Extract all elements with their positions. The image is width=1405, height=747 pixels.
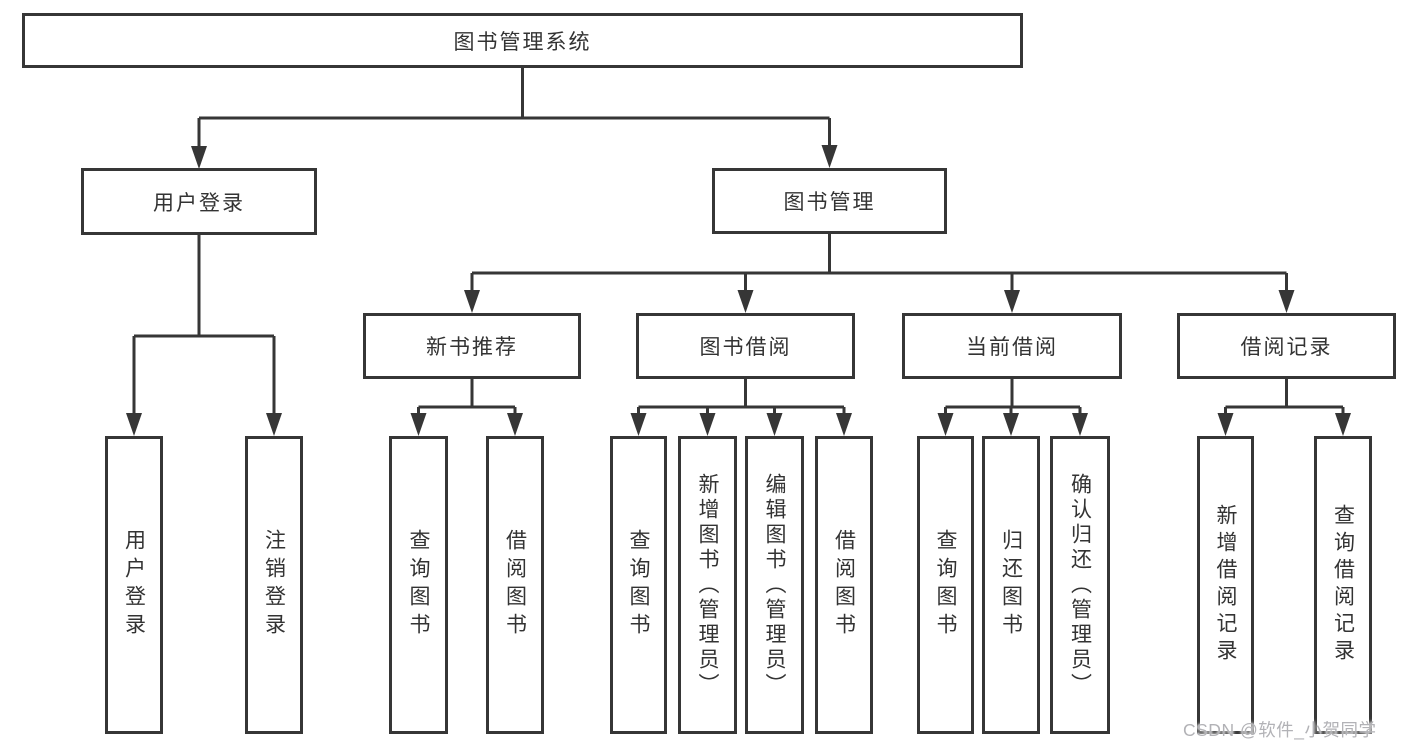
node-user-login: 用户登录 [81,168,317,235]
leaf-recommend-query-book: 查询图书 [389,436,448,734]
leaf-borrow-query-book: 查询图书 [610,436,667,734]
leaf-query-borrow-record: 查询借阅记录 [1314,436,1372,734]
node-new-book-recommend: 新书推荐 [363,313,581,379]
leaf-add-borrow-record: 新增借阅记录 [1197,436,1254,734]
node-current-borrow: 当前借阅 [902,313,1122,379]
node-book-management: 图书管理 [712,168,947,234]
node-borrow-records: 借阅记录 [1177,313,1396,379]
connector-borrow-to-leaves [637,379,846,415]
connector-login-to-leaves [132,235,276,415]
node-book-borrow: 图书借阅 [636,313,855,379]
connector-recommend-to-leaves [417,379,517,415]
leaf-add-book-admin: 新增图书（管理员） [678,436,737,734]
leaf-edit-book-admin: 编辑图书（管理员） [745,436,804,734]
node-root: 图书管理系统 [22,13,1023,68]
leaf-confirm-return-admin: 确认归还（管理员） [1050,436,1110,734]
leaf-borrow-book: 借阅图书 [815,436,873,734]
connector-records-to-leaves [1224,379,1345,415]
leaf-user-login: 用户登录 [105,436,163,734]
leaf-recommend-borrow-book: 借阅图书 [486,436,544,734]
leaf-current-query-book: 查询图书 [917,436,974,734]
watermark: CSDN @软件_小贺同学 [1183,720,1377,740]
connector-current-to-leaves [944,379,1082,415]
leaf-logout: 注销登录 [245,436,303,734]
connector-root-to-branches [197,68,831,148]
connector-mgmt-to-modules [470,234,1288,292]
leaf-return-book: 归还图书 [982,436,1040,734]
